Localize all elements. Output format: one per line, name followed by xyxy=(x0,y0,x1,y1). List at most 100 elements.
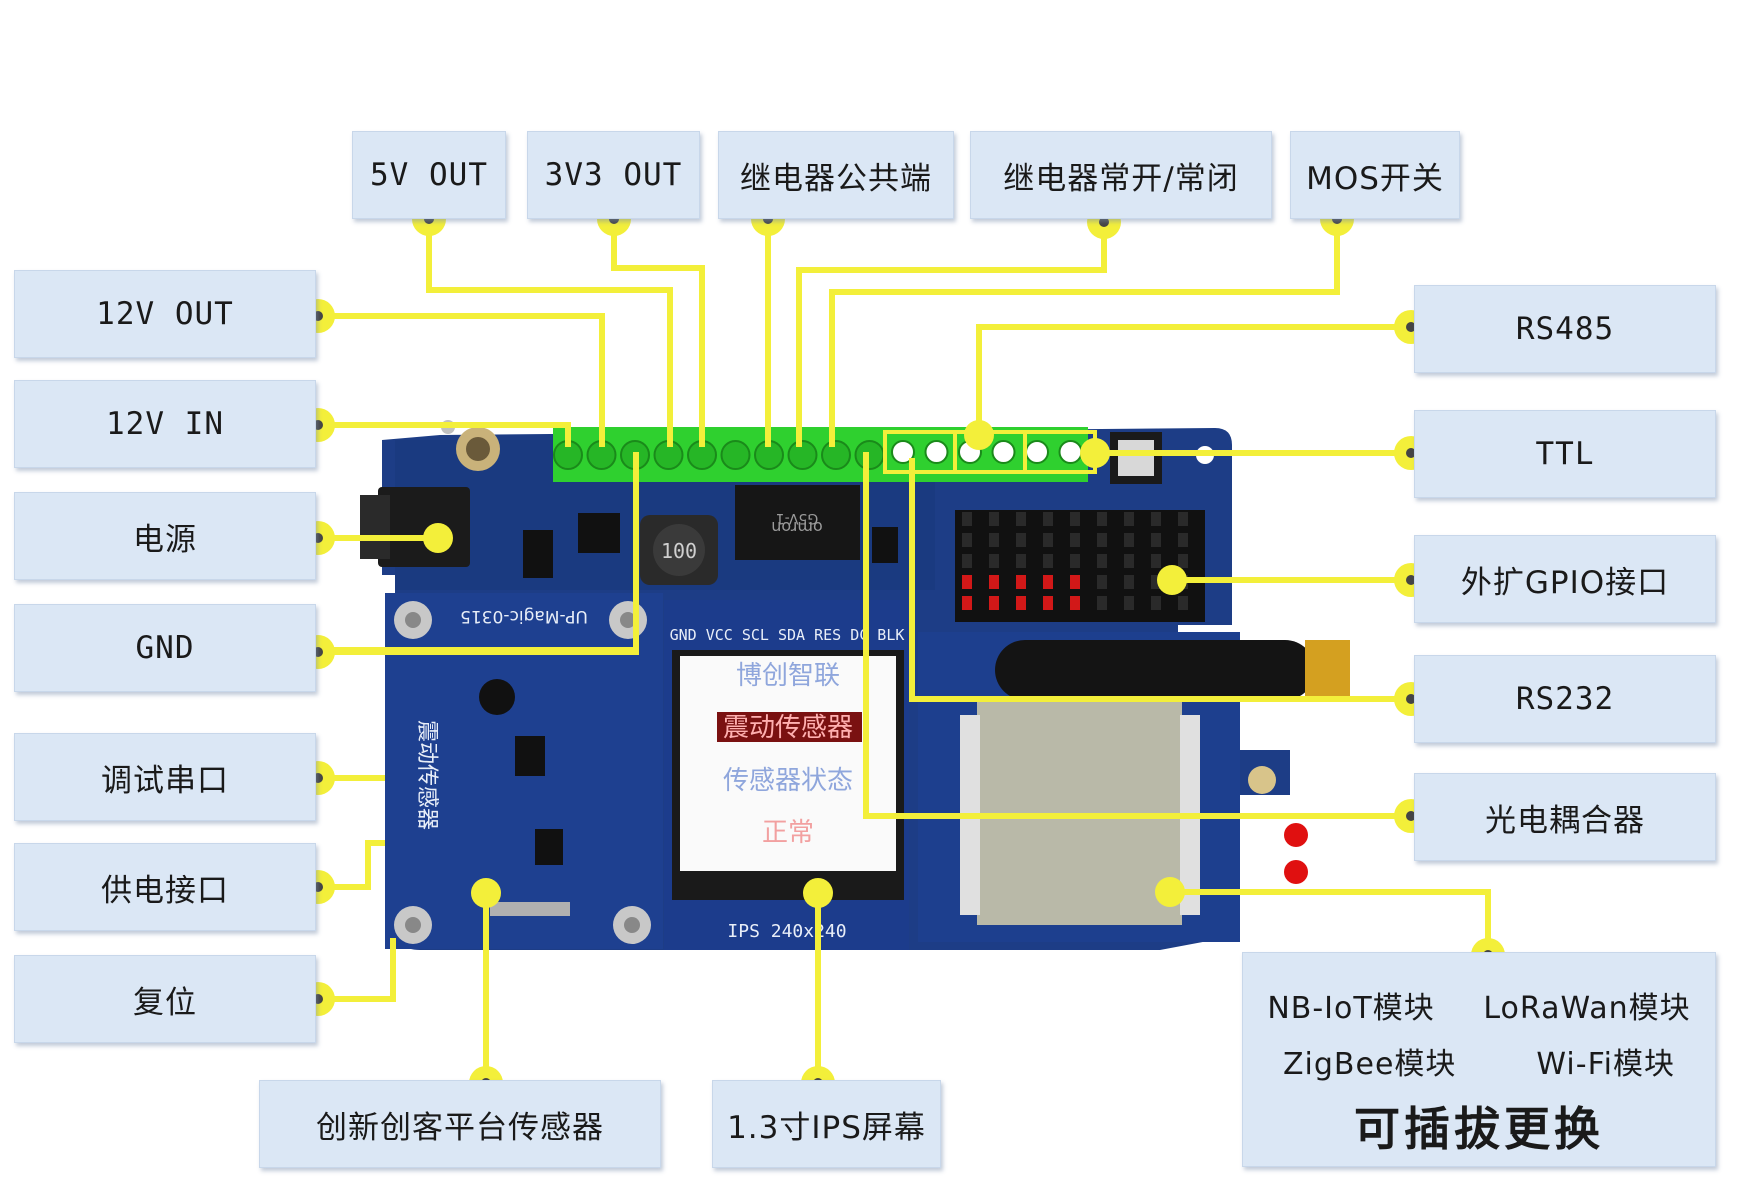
label-3v3-out: 3V3 OUT xyxy=(527,131,700,219)
leader-dot-center xyxy=(1406,575,1416,585)
gpio-pin xyxy=(1178,596,1188,610)
terminal-screw xyxy=(991,440,1016,464)
gpio-pin xyxy=(1097,554,1107,568)
gpio-pin xyxy=(1070,596,1080,610)
leader-dot-center xyxy=(1406,448,1416,458)
module-nbiot: NB-IoT模块 xyxy=(1267,991,1435,1026)
leader-dot xyxy=(964,420,994,450)
power-jack xyxy=(378,487,470,567)
vibration-element xyxy=(479,679,515,715)
lcd-line-3: 传感器状态 xyxy=(722,766,853,796)
gpio-pin xyxy=(1151,533,1161,547)
gpio-pin xyxy=(989,596,999,610)
gpio-pin xyxy=(1151,575,1161,589)
label-ttl: TTL xyxy=(1414,410,1716,498)
lcd-line-1: 博创智联 xyxy=(735,661,840,691)
gpio-pin xyxy=(1097,512,1107,526)
label-12v-out: 12V OUT xyxy=(14,270,316,358)
gpio-pin xyxy=(1178,512,1188,526)
terminal-screw xyxy=(1058,440,1083,464)
gpio-pin xyxy=(989,554,999,568)
gpio-header xyxy=(955,510,1205,622)
gpio-pin xyxy=(1124,575,1134,589)
gpio-pin xyxy=(1097,533,1107,547)
gpio-pin xyxy=(962,533,972,547)
lcd-caption: IPS 240x240 xyxy=(727,921,846,942)
inductor-value: 100 xyxy=(661,539,697,563)
gpio-pin xyxy=(1016,512,1026,526)
label-debug-uart: 调试串口 xyxy=(14,733,316,821)
gpio-pin xyxy=(1043,596,1053,610)
module-swappable: 可插拔更换 xyxy=(1354,1102,1604,1156)
leader-dot-center xyxy=(1099,217,1109,227)
gpio-pin xyxy=(1124,554,1134,568)
gpio-pin xyxy=(1097,596,1107,610)
gpio-pin xyxy=(989,533,999,547)
label-relay-common: 继电器公共端 xyxy=(718,131,954,219)
gpio-pin xyxy=(962,512,972,526)
gpio-pin xyxy=(1124,512,1134,526)
gpio-pin xyxy=(989,575,999,589)
label-5v-out: 5V OUT xyxy=(352,131,506,219)
gpio-pin xyxy=(1070,575,1080,589)
terminal-block xyxy=(553,427,1097,482)
terminal-screw xyxy=(821,440,851,470)
gpio-pin xyxy=(1124,596,1134,610)
leader-dot xyxy=(1157,565,1187,595)
label-optocoupler: 光电耦合器 xyxy=(1414,773,1716,861)
gpio-pin xyxy=(1097,575,1107,589)
gpio-pin xyxy=(1043,575,1053,589)
gpio-pin xyxy=(1043,554,1053,568)
label-rs485: RS485 xyxy=(1414,285,1716,373)
gpio-pin xyxy=(1070,554,1080,568)
gpio-pin xyxy=(1016,575,1026,589)
lcd-line-2: 震动传感器 xyxy=(722,713,853,743)
terminal-screw xyxy=(891,440,915,464)
gpio-pin xyxy=(1043,512,1053,526)
module-wifi: Wi-Fi模块 xyxy=(1536,1047,1675,1082)
module-row-1: NB-IoT模块 LoRaWan模块 xyxy=(1243,983,1715,1027)
label-screen: 1.3寸IPS屏幕 xyxy=(712,1080,941,1168)
gpio-pin xyxy=(989,512,999,526)
relay-model: G5V-1 xyxy=(776,510,818,526)
gpio-pin xyxy=(1016,533,1026,547)
label-sensor: 创新创客平台传感器 xyxy=(259,1080,661,1168)
leader-dot xyxy=(1080,438,1110,468)
gpio-pin xyxy=(962,554,972,568)
antenna xyxy=(995,640,1315,700)
label-12v-in: 12V IN xyxy=(14,380,316,468)
leader-dot xyxy=(423,523,453,553)
leader-lines xyxy=(318,219,1491,1083)
leader-dot-center xyxy=(1406,322,1416,332)
module-row-2: ZigBee模块 Wi-Fi模块 xyxy=(1243,1039,1715,1083)
rf-shield xyxy=(977,700,1182,925)
sensor-board: UP-Magic-0315 震动传感器 xyxy=(385,593,663,949)
gpio-pin xyxy=(1070,533,1080,547)
leader-dot xyxy=(803,878,833,908)
lcd-screen xyxy=(680,656,896,871)
gpio-pin xyxy=(1151,596,1161,610)
terminal-screw xyxy=(787,440,818,470)
status-led xyxy=(1284,823,1308,847)
label-power-port: 供电接口 xyxy=(14,843,316,931)
gpio-pin xyxy=(1070,512,1080,526)
lcd-pin-labels: GND VCC SCL SDA RES DC BLK xyxy=(670,626,905,644)
leader-dot xyxy=(471,878,501,908)
gpio-pin xyxy=(1178,554,1188,568)
gpio-pin xyxy=(1178,533,1188,547)
terminal-screw xyxy=(924,440,949,464)
terminal-screw xyxy=(1025,440,1049,464)
label-gnd: GND xyxy=(14,604,316,692)
gpio-pin xyxy=(962,596,972,610)
module-box: NB-IoT模块 LoRaWan模块 ZigBee模块 Wi-Fi模块 可插拔更… xyxy=(1242,952,1716,1167)
label-rs232: RS232 xyxy=(1414,655,1716,743)
label-reset: 复位 xyxy=(14,955,316,1043)
sensor-pcb-label: 震动传感器 xyxy=(414,720,439,830)
label-mos-switch: MOS开关 xyxy=(1290,131,1460,219)
status-led xyxy=(1284,860,1308,884)
gpio-pin xyxy=(1124,533,1134,547)
gpio-pin xyxy=(1016,554,1026,568)
terminal-screw xyxy=(854,440,885,470)
label-gpio-ext: 外扩GPIO接口 xyxy=(1414,535,1716,623)
